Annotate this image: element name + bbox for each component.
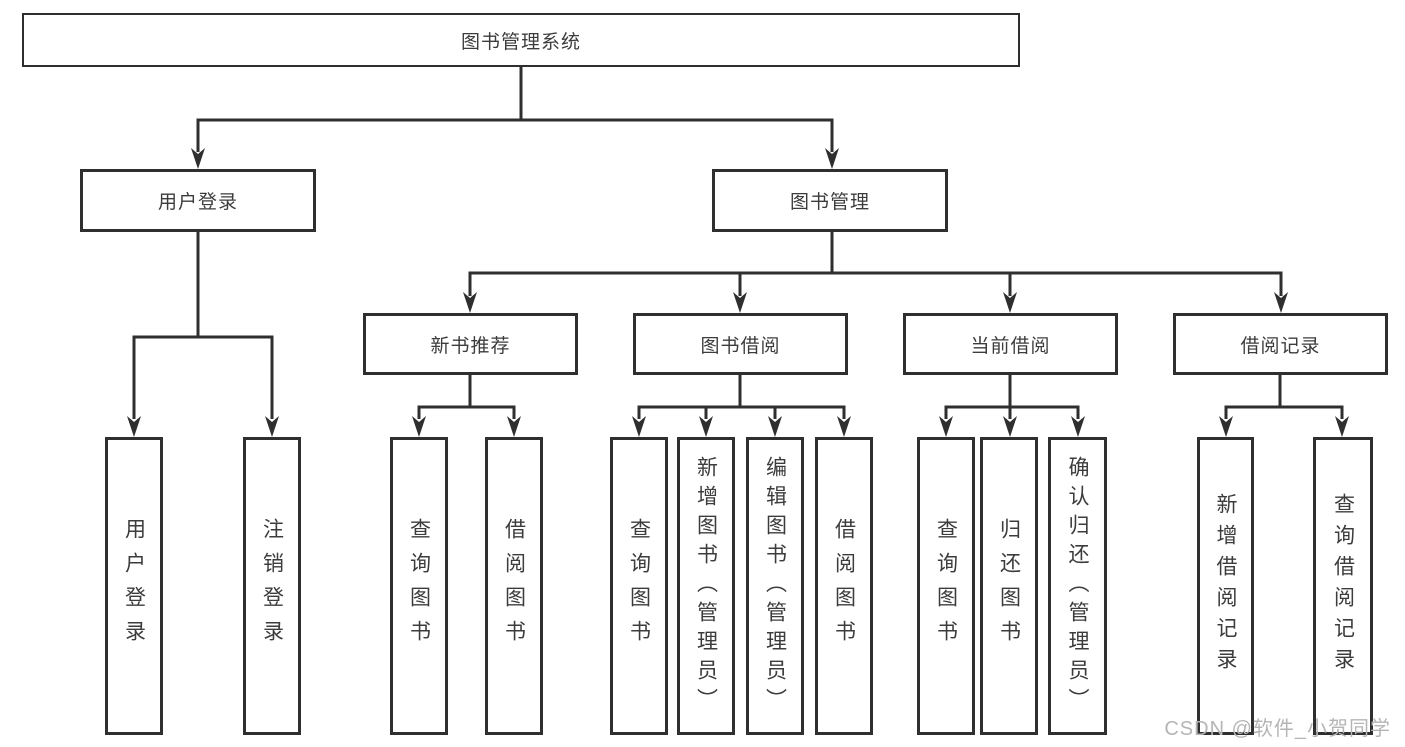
leaf-borrow-borrow-book: 借阅图书 — [815, 437, 873, 735]
node-borrow-records-label: 借阅记录 — [1240, 335, 1321, 357]
leaf-user-login: 用户登录 — [105, 437, 163, 735]
leaf-logout-login-label: 注销登录 — [260, 518, 284, 654]
leaf-add-borrow-record: 新增借阅记录 — [1197, 437, 1254, 735]
leaf-borrow-query-book-label: 查询图书 — [627, 518, 651, 654]
leaf-add-borrow-record-label: 新增借阅记录 — [1214, 493, 1237, 679]
csdn-watermark: CSDN @软件_小贺同学 — [1164, 718, 1391, 740]
node-new-book-recommend: 新书推荐 — [363, 313, 578, 375]
leaf-add-book-admin-label: 新增图书（管理员） — [694, 455, 718, 717]
node-user-login-label: 用户登录 — [157, 192, 238, 213]
node-book-borrow-label: 图书借阅 — [700, 335, 781, 357]
leaf-borrow-borrow-book-label: 借阅图书 — [832, 518, 856, 654]
leaf-edit-book-admin-label: 编辑图书（管理员） — [763, 455, 787, 717]
node-root: 图书管理系统 — [22, 13, 1020, 67]
leaf-return-book: 归还图书 — [980, 437, 1038, 735]
node-book-management: 图书管理 — [712, 169, 948, 232]
arrowheads — [127, 148, 1349, 437]
node-root-label: 图书管理系统 — [460, 31, 581, 53]
leaf-user-login-label: 用户登录 — [122, 518, 146, 654]
leaf-confirm-return-admin-label: 确认归还（管理员） — [1066, 455, 1089, 717]
leaf-query-borrow-record: 查询借阅记录 — [1313, 437, 1373, 735]
leaf-logout-login: 注销登录 — [243, 437, 301, 735]
leaf-return-book-label: 归还图书 — [997, 518, 1021, 654]
node-current-borrow-label: 当前借阅 — [970, 335, 1051, 357]
leaf-borrow-query-book: 查询图书 — [610, 437, 668, 735]
leaf-query-borrow-record-label: 查询借阅记录 — [1331, 493, 1355, 679]
node-new-book-recommend-label: 新书推荐 — [430, 335, 511, 357]
leaf-current-query-book: 查询图书 — [917, 437, 975, 735]
leaf-confirm-return-admin: 确认归还（管理员） — [1048, 437, 1107, 735]
leaf-recommend-borrow-book: 借阅图书 — [485, 437, 543, 735]
node-book-management-label: 图书管理 — [789, 192, 870, 213]
leaf-edit-book-admin: 编辑图书（管理员） — [746, 437, 804, 735]
leaf-add-book-admin: 新增图书（管理员） — [677, 437, 735, 735]
leaf-recommend-query-book: 查询图书 — [390, 437, 448, 735]
node-borrow-records: 借阅记录 — [1173, 313, 1388, 375]
leaf-current-query-book-label: 查询图书 — [934, 518, 958, 654]
node-user-login: 用户登录 — [80, 169, 316, 232]
node-current-borrow: 当前借阅 — [903, 313, 1118, 375]
leaf-recommend-borrow-book-label: 借阅图书 — [502, 518, 526, 654]
node-book-borrow: 图书借阅 — [633, 313, 848, 375]
leaf-recommend-query-book-label: 查询图书 — [407, 518, 431, 654]
